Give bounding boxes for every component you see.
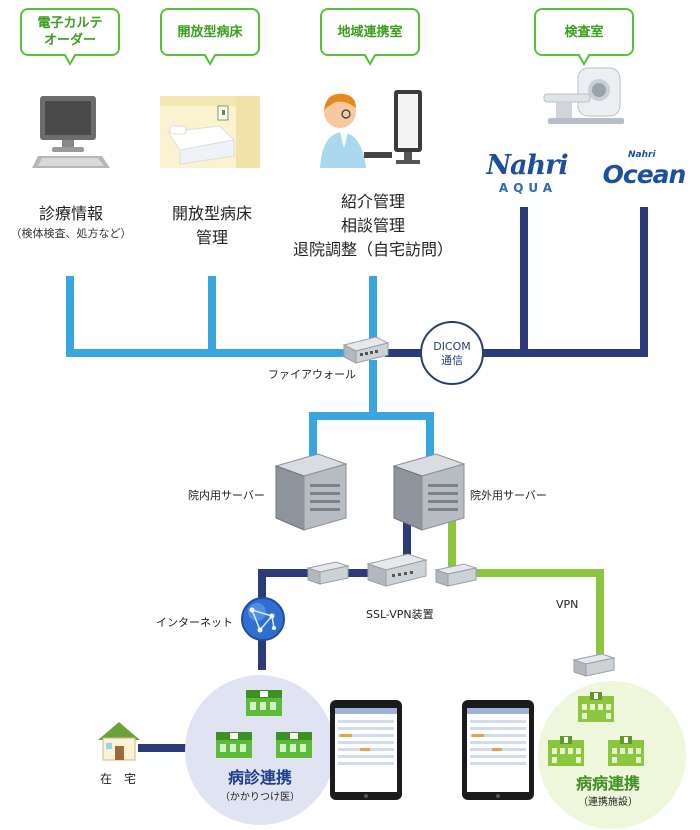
- internal-network-lines: [66, 276, 434, 460]
- house-icon: [98, 722, 140, 761]
- hospital-building-icon: [608, 736, 644, 766]
- function-regional-line1: 紹介管理: [340, 192, 405, 211]
- home-label: 在 宅: [100, 772, 137, 786]
- wire-emr: [66, 276, 378, 357]
- external-server-label: 院外用サーバー: [470, 489, 547, 502]
- function-emr-sub: （検体検査、処方など）: [10, 227, 132, 240]
- ct-scanner-icon: [543, 67, 624, 124]
- nahri-aqua-logo-sub: AQUA: [498, 181, 558, 195]
- nahri-ocean-logo: Ocean: [602, 160, 687, 189]
- ssl-vpn-label: SSL-VPN装置: [366, 608, 434, 621]
- switch-icon: [306, 561, 350, 585]
- callout-emr: 電子カルテ オーダー: [20, 8, 120, 66]
- vpn-remote-switch-icon: [572, 653, 616, 677]
- internal-server-label: 院内用サーバー: [188, 489, 265, 502]
- clinic-zone-title: 病診連携: [227, 768, 292, 787]
- clinic-zone-sub: （かかりつけ医）: [219, 792, 301, 803]
- computer-monitor-icon: [32, 96, 110, 168]
- function-emr-title: 診療情報: [38, 204, 103, 223]
- clinic-building-icon: [276, 732, 312, 758]
- callout-lab: 検査室: [534, 8, 634, 66]
- dicom-badge: DICOM 通信: [420, 321, 484, 385]
- doctor-at-computer-icon: [320, 90, 422, 168]
- nahri-aqua-logo: Nahri: [486, 150, 568, 181]
- globe-icon: [241, 597, 285, 641]
- wire-fw-internal: [309, 360, 377, 460]
- clinic-building-icon: [246, 690, 282, 716]
- dicom-sub: 通信: [441, 354, 463, 367]
- firewall-label: ファイアウォール: [268, 368, 356, 381]
- hospital-zone-title: 病病連携: [575, 774, 640, 793]
- tablet-icon: [462, 700, 534, 800]
- callout-open-beds: 開放型病床: [160, 8, 260, 66]
- vpn-label: VPN: [556, 598, 579, 611]
- internet-label: インターネット: [156, 616, 233, 629]
- firewall-switch-icon: [342, 336, 390, 364]
- function-regional: 紹介管理 相談管理 退院調整（自宅訪問）: [280, 190, 466, 262]
- wire-vpn: [448, 520, 604, 660]
- hospital-bed-icon: [160, 96, 260, 168]
- callout-regional: 地域連携室: [320, 8, 420, 66]
- function-beds-line1: 開放型病床: [171, 204, 252, 223]
- vpn-switch-icon: [434, 563, 478, 587]
- hospital-building-icon: [548, 736, 584, 766]
- nahri-ocean-logo-top: Nahri: [628, 150, 656, 160]
- dicom-title: DICOM: [433, 340, 471, 353]
- function-beds-line2: 管理: [195, 228, 228, 247]
- hospital-building-icon: [578, 692, 614, 722]
- function-beds: 開放型病床 管理: [152, 202, 272, 250]
- wire-fw-external: [373, 412, 434, 460]
- tablet-icon: [330, 700, 402, 800]
- vpn-lines: [448, 520, 604, 660]
- internal-server-icon: [274, 453, 348, 531]
- clinic-building-icon: [216, 732, 252, 758]
- clinic-zone: [185, 675, 335, 825]
- external-server-icon: [392, 453, 466, 531]
- ssl-vpn-device-icon: [366, 553, 428, 587]
- function-regional-line2: 相談管理: [340, 216, 405, 235]
- function-emr: 診療情報 （検体検査、処方など）: [0, 202, 142, 242]
- hospital-zone-sub: （連携施設）: [578, 797, 638, 808]
- function-regional-line3: 退院調整（自宅訪問）: [292, 240, 453, 259]
